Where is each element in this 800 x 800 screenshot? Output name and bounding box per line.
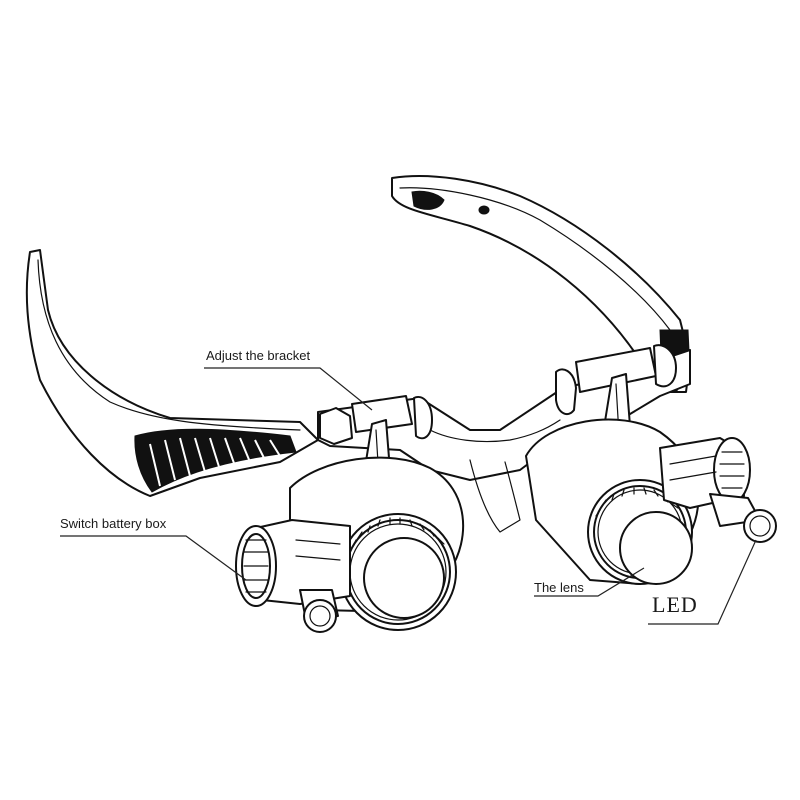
leader-line-switch bbox=[60, 535, 247, 581]
label-switch-battery-box: Switch battery box bbox=[60, 516, 167, 531]
leader-line-bracket bbox=[204, 367, 373, 411]
right-led bbox=[709, 493, 777, 543]
right-loupe bbox=[525, 418, 700, 585]
label-adjust-the-bracket: Adjust the bracket bbox=[206, 348, 311, 363]
leader-line-lens bbox=[534, 567, 645, 597]
leader-line-led bbox=[648, 539, 757, 625]
label-led: LED bbox=[652, 592, 698, 617]
left-switch-battery-box bbox=[235, 519, 351, 607]
left-temple-arm bbox=[25, 249, 319, 497]
right-switch-battery-box bbox=[659, 437, 751, 509]
label-the-lens: The lens bbox=[534, 580, 584, 595]
left-led bbox=[299, 589, 339, 633]
adjust-bracket bbox=[319, 344, 677, 445]
